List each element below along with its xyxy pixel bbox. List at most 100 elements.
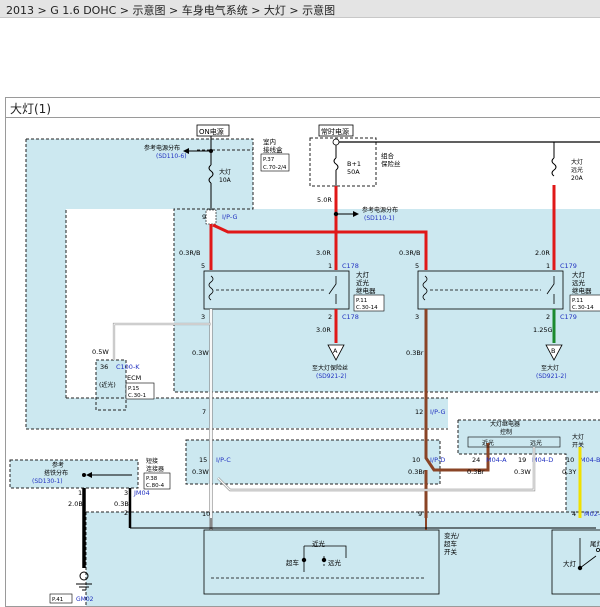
sw2-head: 大灯 [563, 559, 577, 568]
wiring-diagram: ON电源 常时电源 参考电源分布 (SD110-6) 室内 接线盒 P.37 C… [9, 124, 600, 606]
panel-title: 大灯(1) [6, 98, 600, 118]
to-hl-1: 至大灯 [541, 364, 559, 372]
pin-3b: 3 [415, 313, 419, 321]
region-ctrl-right [566, 454, 600, 512]
relay-hb-3: 继电器 [572, 286, 592, 295]
on-power-tag [196, 124, 230, 137]
relay-ctrl-1: 大灯继电器 [490, 420, 520, 428]
to-lb-fuse-2: (SD921-2) [316, 373, 347, 380]
region-bottom-left [10, 460, 138, 488]
pin-10c: 10 [202, 510, 210, 518]
sw-head-1: 大灯 [572, 433, 584, 441]
ref-power-1-link: (SD110-6) [156, 153, 187, 160]
indoor-jb-p: P.37 [263, 157, 275, 163]
pin-5a: 5 [201, 262, 205, 270]
pin-19: 19 [518, 456, 526, 464]
conn-b: B [551, 347, 555, 355]
region-middle [66, 398, 448, 428]
relay-ctrl-box [467, 436, 561, 448]
bplus-1: B+1 [347, 160, 361, 168]
pin-1b: 1 [546, 262, 550, 270]
relay-high-internals [422, 275, 555, 304]
conn-c179b: C179 [560, 313, 577, 321]
wire-05w-core [113, 323, 211, 360]
wire-label-30r: 3.0R [316, 249, 331, 257]
relay-hb-p: P.11 [572, 298, 583, 304]
wire-label-03br-b: 0.3Br [408, 468, 426, 476]
ref-ground-link: (SD130-1) [32, 478, 63, 485]
sw-pass: 超车 [286, 558, 300, 567]
pin-3a: 3 [201, 313, 205, 321]
region-relay-area [174, 242, 600, 392]
wire-label-03y: 0.3Y [562, 468, 576, 476]
conn-c179: C179 [560, 262, 577, 270]
indoor-jb-2: 接线盒 [263, 145, 283, 154]
wire-label-20b: 2.0B [68, 500, 83, 508]
conn-a-triangle [327, 344, 345, 361]
pin-10a: 10 [412, 456, 420, 464]
wire-label-50r: 5.0R [317, 196, 332, 204]
conn-m04b: M04-B [580, 456, 600, 464]
ref-power-2-link: (SD110-1) [364, 215, 395, 222]
relay-lb-c: C.30-14 [356, 305, 378, 311]
pin-2c: 2 [124, 509, 128, 517]
conn-jm04: JM04 [133, 489, 150, 497]
wire-red-bus [212, 223, 428, 270]
pin-15: 15 [199, 456, 207, 464]
pin-1c: 1 [78, 489, 82, 497]
ref-power-2: 参考电源分布 [362, 206, 398, 214]
indoor-jb-ref-box [260, 153, 290, 172]
always-power-label: 常时电源 [321, 127, 349, 136]
pin-7: 7 [202, 408, 206, 416]
pin-36: 36 [100, 363, 108, 371]
fusible-2: 保险丝 [381, 159, 401, 168]
wire-label-125g: 1.25G [533, 326, 553, 334]
relay-lb-1: 大灯 [356, 270, 370, 279]
short-conn-c: C.80-4 [146, 483, 165, 489]
to-lb-fuse-1: 至大灯保险丝 [312, 364, 348, 372]
dashed-borders [9, 137, 600, 606]
conn-c178: C178 [342, 262, 359, 270]
ref-ground-2: 搭铁分布 [44, 469, 68, 477]
ecm-low: (近光) [99, 381, 116, 389]
pin-24: 24 [472, 456, 480, 464]
pin-4: 4 [572, 510, 576, 518]
conn-m02l: M02-L [584, 510, 600, 518]
relay-low-internals [208, 275, 337, 304]
short-conn-ref [143, 472, 171, 490]
fuse-headlamp-symbol [208, 164, 214, 184]
relay-lb-p: P.11 [356, 298, 367, 304]
wire-label-03br-a: 0.3Br [406, 349, 424, 357]
wire-label-03w-b: 0.3W [192, 468, 209, 476]
relay-hb-2: 远光 [572, 278, 586, 287]
combo-switch-internals [211, 545, 426, 579]
high-beam: 远光 [530, 439, 542, 447]
wire-label-03b: 0.3B [114, 500, 129, 508]
fuse-headlamp-1: 大灯 [219, 168, 231, 176]
region-ecm [96, 360, 126, 410]
sw-high: 远光 [328, 558, 342, 567]
ecm-label: ECM [127, 374, 141, 382]
pin-5b: 5 [415, 262, 419, 270]
ground-gm02: GM02 [76, 596, 94, 603]
fuse-hb-3: 20A [571, 175, 584, 182]
arrow-ref-ground [86, 472, 92, 478]
conn-m04a: M04-A [486, 456, 507, 464]
region-upper [174, 209, 600, 242]
relay-lb-ref [353, 294, 385, 312]
region-middle-left [26, 209, 66, 429]
pin-9b: 9 [418, 510, 422, 518]
relay-hb-ref [569, 294, 600, 312]
sw-comb-1: 变光/ [444, 531, 460, 540]
wire-label-03rb-r: 0.3R/B [399, 249, 421, 257]
arrow-ref-power-2 [353, 211, 359, 217]
ecm-c: C.30-1 [128, 393, 146, 399]
wire-label-30r-b: 3.0R [316, 326, 331, 334]
ecm-ref [125, 382, 155, 400]
bplus-2: 50A [347, 168, 360, 176]
relay-ctrl-2: 控制 [500, 428, 512, 436]
wire-label-03w-a: 0.3W [192, 349, 209, 357]
fusible-1: 组合 [381, 151, 395, 160]
sw-comb-3: 开关 [444, 547, 458, 556]
conn-c178b: C178 [342, 313, 359, 321]
